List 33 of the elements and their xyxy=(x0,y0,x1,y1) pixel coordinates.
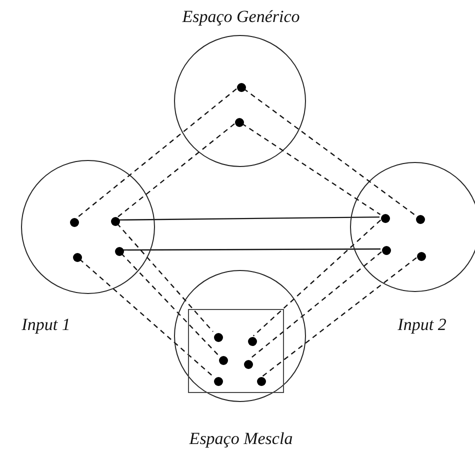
element-dot xyxy=(244,360,252,368)
dashed-mapping-line xyxy=(116,222,214,332)
element-dot xyxy=(114,246,124,256)
element-dot xyxy=(70,218,78,226)
dashed-mapping-line xyxy=(120,252,218,356)
element-dot xyxy=(214,376,222,386)
dashed-mapping-line xyxy=(241,122,381,216)
element-dot xyxy=(416,214,424,224)
dashed-mapping-line xyxy=(262,257,417,377)
mapping-line xyxy=(118,216,380,221)
dashed-mapping-line xyxy=(76,88,237,219)
space-label: Espaço Mescla xyxy=(189,429,293,449)
element-dot xyxy=(110,216,120,226)
frame-rectangle xyxy=(188,309,284,393)
element-dot xyxy=(72,252,82,262)
dashed-mapping-line xyxy=(252,220,382,336)
mapping-line xyxy=(122,248,380,251)
space-label: Espaço Genérico xyxy=(182,7,300,27)
element-dot xyxy=(218,356,228,364)
dashed-mapping-line xyxy=(78,258,214,376)
element-dot xyxy=(234,118,244,126)
element-dot xyxy=(214,332,222,342)
element-dot xyxy=(380,214,390,222)
dashed-mapping-line xyxy=(117,123,235,218)
space-label: Input 1 xyxy=(22,315,70,335)
element-dot xyxy=(416,252,426,260)
element-dot xyxy=(256,376,266,386)
space-label: Input 2 xyxy=(398,315,446,335)
element-dot xyxy=(382,246,390,254)
dashed-mapping-line xyxy=(249,251,382,360)
element-dot xyxy=(248,336,256,346)
element-dot xyxy=(236,82,246,92)
dashed-mapping-line xyxy=(243,88,416,216)
